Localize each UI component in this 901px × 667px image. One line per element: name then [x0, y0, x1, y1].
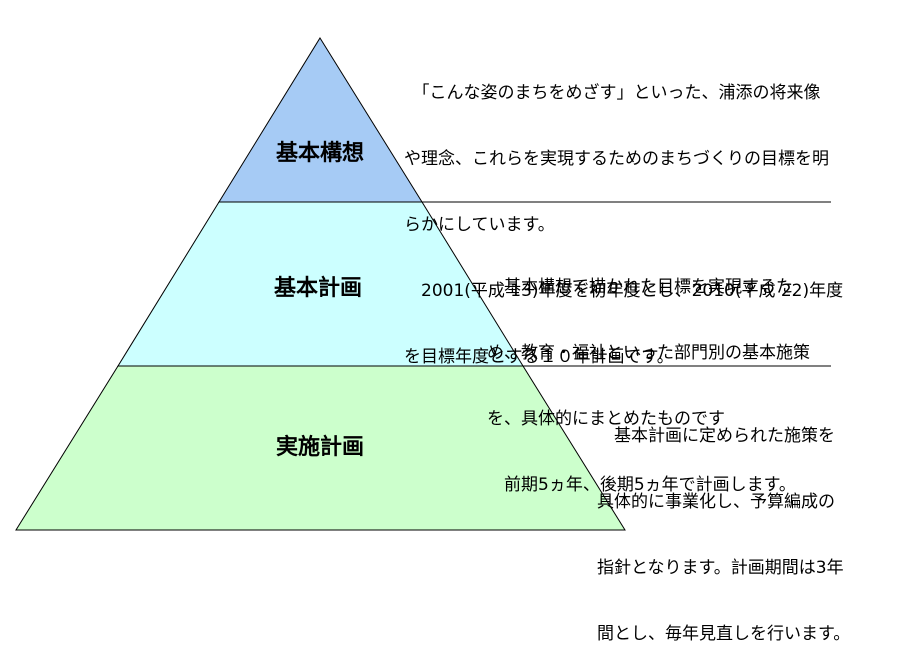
description-line: や理念、これらを実現するためのまちづくりの目標を明 — [404, 149, 829, 169]
level-label-kihon-keikaku: 基本計画 — [274, 275, 362, 301]
description-kihon-keikaku: 基本構想で描かれた目標を実現するた め、教育・福祉といった部門別の基本施策 を、… — [487, 232, 810, 518]
description-line: を目標年度とする１０年計画です。 — [404, 347, 674, 367]
description-line: 指針となります。計画期間は3年 — [597, 558, 844, 578]
description-line: 2001(平成 13)年度を初年度とし、2010(平成 22)年度 — [404, 281, 844, 301]
description-line: 「こんな姿のまちをめざす」といった、浦添の将来像 — [404, 83, 821, 103]
description-line: め、教育・福祉といった部門別の基本施策 — [487, 343, 810, 363]
level-label-jisshi-keikaku: 実施計画 — [276, 434, 364, 460]
pyramid-bottom-tier — [15, 365, 626, 531]
description-line: を、具体的にまとめたものです — [487, 409, 725, 429]
description-jisshi-keikaku: 基本計画に定められた施策を 具体的に事業化し、予算編成の 指針となります。計画期… — [597, 381, 850, 667]
description-line: らかにしています。 — [404, 215, 555, 235]
description-line: 前期5ヵ年、後期5ヵ年で計画します。 — [487, 475, 796, 495]
description-line: 具体的に事業化し、予算編成の — [597, 492, 835, 512]
description-kihon-koso: 「こんな姿のまちをめざす」といった、浦添の将来像 や理念、これらを実現するための… — [404, 38, 843, 390]
description-line: 間とし、毎年見直しを行います。 — [597, 624, 851, 644]
level-label-kihon-koso: 基本構想 — [276, 140, 364, 166]
description-line: 基本構想で描かれた目標を実現するた — [487, 277, 793, 297]
description-line: 基本計画に定められた施策を — [597, 426, 835, 446]
pyramid-diagram: 基本構想 基本計画 実施計画 — [15, 37, 831, 531]
pyramid-top-tier — [218, 37, 423, 203]
